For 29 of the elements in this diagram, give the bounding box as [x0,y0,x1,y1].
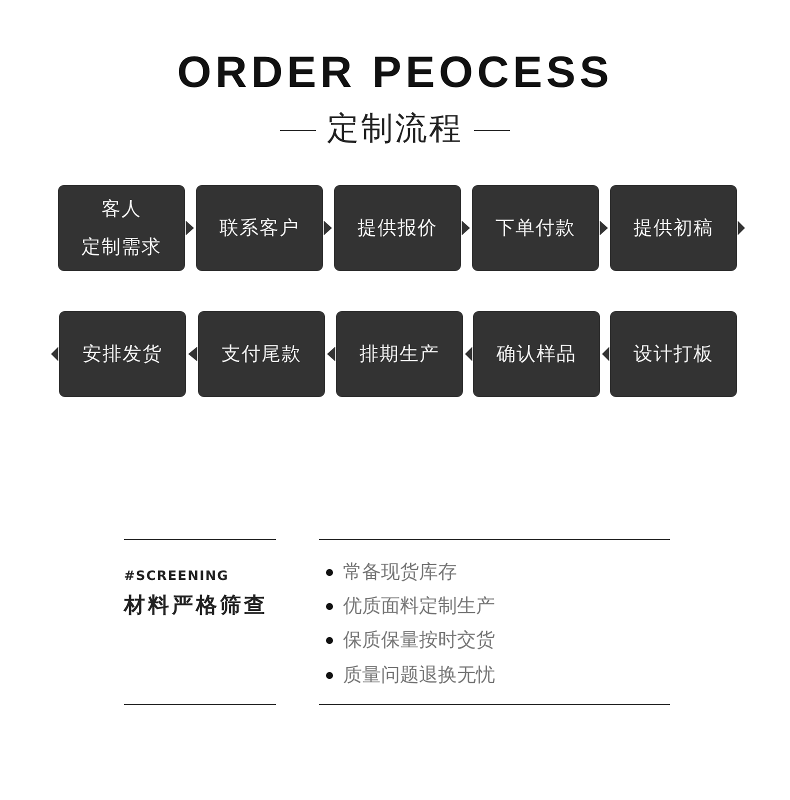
heading: 材料严格筛查 [124,592,268,618]
step-label: 设计打板 [634,342,714,367]
step-label: 提供报价 [358,216,438,241]
list-item: 常备现货库存 [343,560,457,584]
process-box [334,185,461,271]
process-box [336,311,463,397]
process-box [473,311,600,397]
title: ORDER PEOCESS [176,48,614,98]
process-box [196,185,323,271]
list-item: 优质面料定制生产 [343,594,495,618]
step-label: 安排发货 [82,342,162,367]
step-label: 客人 [102,197,142,222]
step-label: 提供初稿 [634,216,714,241]
step-label: 支付尾款 [222,342,302,367]
list-item: 质量问题退换无忧 [343,663,495,687]
list-item: 保质保量按时交货 [343,628,495,652]
process-box [472,185,599,271]
process-box [610,311,737,397]
process-box [198,311,325,397]
process-box [610,185,737,271]
step-label: 排期生产 [360,342,440,367]
step-label: 定制需求 [82,235,162,260]
process-box [59,311,186,397]
step-label: 联系客户 [220,216,300,241]
step-label: 下单付款 [496,216,576,241]
step-label: 确认样品 [496,342,576,367]
subtitle: 定制流程 [327,109,463,147]
tag-text: #SCREENING [124,569,229,585]
process-box [58,185,185,271]
